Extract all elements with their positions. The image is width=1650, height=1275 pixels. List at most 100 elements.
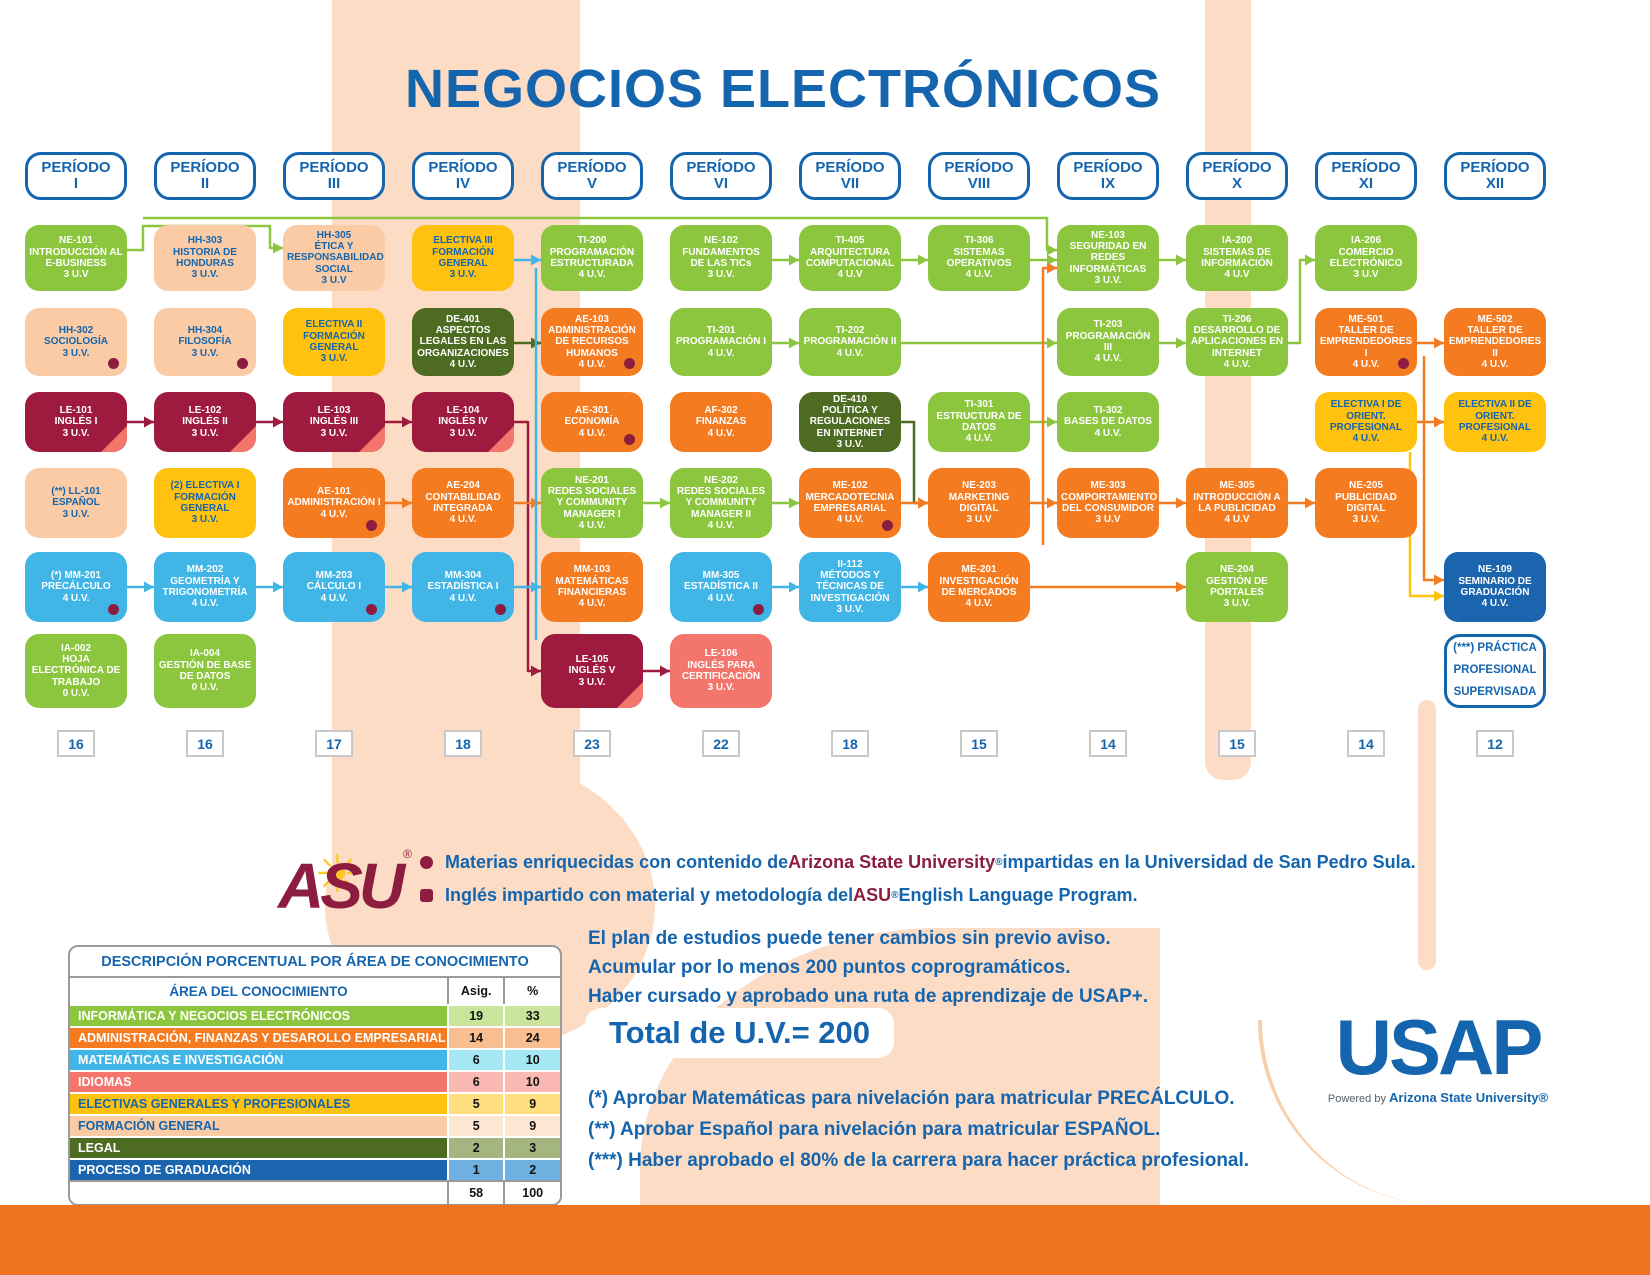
course-name: COMERCIO ELECTRÓNICO — [1329, 246, 1403, 269]
period-label: PERÍODO — [815, 159, 885, 177]
course-code: MM-305 — [702, 569, 740, 581]
course-name: ESTADÍSTICA II — [684, 581, 758, 593]
course-uv: 4 U.V. — [578, 359, 606, 371]
course-uv: 3 U.V. — [191, 347, 219, 359]
course-name: MÉTODOS Y TÉCNICAS DE INVESTIGACIÓN — [810, 569, 890, 604]
course-code: ME-102 — [832, 480, 868, 492]
course-code: MM-103 — [573, 564, 611, 576]
period-numeral: X — [1231, 175, 1242, 192]
course-code: NE-204 — [1220, 564, 1254, 576]
course-uv: 3 U.V. — [707, 682, 735, 694]
course-name: GESTIÓN DE PORTALES — [1206, 575, 1268, 598]
legend-text: English Language Program. — [898, 885, 1138, 905]
period-numeral: V — [586, 175, 597, 192]
course-name: SISTEMAS DE INFORMACIÓN — [1201, 246, 1273, 269]
period-total-VI: 22 — [702, 730, 740, 757]
course-uv: 3 U.V — [63, 269, 89, 281]
course-uv: 4 U.V. — [707, 427, 735, 439]
course-code: II-112 — [837, 558, 863, 570]
plan-note-line: Acumular por lo menos 200 puntos coprogr… — [588, 957, 1071, 978]
period-label: PERÍODO — [557, 159, 627, 177]
period-label: PERÍODO — [428, 159, 498, 177]
course-name: ADMINISTRACIÓN DE RECURSOS HUMANOS — [548, 324, 636, 359]
background-shape — [1205, 0, 1251, 780]
course-code: IA-004 — [189, 648, 220, 660]
course-name: FUNDAMENTOS DE LAS TICs — [682, 246, 760, 269]
course-code: MM-304 — [444, 569, 482, 581]
course-code: NE-201 — [575, 474, 609, 486]
course-code: NE-203 — [962, 480, 996, 492]
course-uv: 3 U.V — [966, 514, 992, 526]
bottom-orange-bar — [0, 1205, 1650, 1275]
course-code: ME-201 — [961, 564, 997, 576]
period-total-IV: 18 — [444, 730, 482, 757]
asig-cell: 14 — [446, 1028, 504, 1048]
course-code: (2) ELECTIVA I — [170, 480, 240, 492]
course-code: AE-204 — [446, 480, 480, 492]
course-code: IA-002 — [60, 642, 91, 654]
course-uv: 4 U.V. — [578, 520, 606, 532]
course-uv: 3 U.V. — [1352, 514, 1380, 526]
course-uv: 4 U.V. — [836, 347, 864, 359]
course-uv: 4 U.V. — [449, 592, 477, 604]
course-uv: 4 U.V. — [1094, 353, 1122, 365]
course-uv: 4 U.V. — [1352, 359, 1380, 371]
period-label: PERÍODO — [1331, 159, 1401, 177]
course-code: HH-303 — [187, 235, 223, 247]
period-total-XI: 14 — [1347, 730, 1385, 757]
period-numeral: IV — [455, 175, 471, 192]
asu-logo: ☀ ASU ® — [278, 845, 412, 935]
course-name: HOJA ELECTRÓNICA DE TRABAJO — [31, 653, 121, 688]
page-title: NEGOCIOS ELECTRÓNICOS — [404, 59, 1162, 119]
course-code: TI-201 — [706, 324, 736, 336]
course-uv: 4 U.V — [1224, 514, 1250, 526]
course-uv: 3 U.V. — [191, 269, 219, 281]
table-total-asig: 58 — [446, 1182, 504, 1204]
period-total-I: 16 — [57, 730, 95, 757]
course-name: SEGURIDAD EN REDES INFORMÁTICAS — [1069, 240, 1147, 275]
course-code: ME-502 — [1477, 313, 1513, 325]
course-name: INTRODUCCIÓN AL E-BUSINESS — [29, 246, 123, 269]
period-total-V: 23 — [573, 730, 611, 757]
course-uv: 4 U.V. — [965, 433, 993, 445]
course-uv: 4 U.V. — [578, 598, 606, 610]
course-name: COMPORTAMIENTO DEL CONSUMIDOR — [1061, 491, 1158, 514]
course-name: ÉTICA Y RESPONSABILIDAD SOCIAL — [287, 240, 384, 275]
period-label: PERÍODO — [1073, 159, 1143, 177]
course-uv: 3 U.V. — [578, 676, 606, 688]
course-uv: 4 U.V. — [707, 347, 735, 359]
course-name: SISTEMAS OPERATIVOS — [946, 246, 1012, 269]
course-code: AE-103 — [575, 313, 609, 325]
period-label: PERÍODO — [944, 159, 1014, 177]
course-code: NE-205 — [1349, 480, 1383, 492]
pct-cell: 24 — [503, 1028, 560, 1048]
course-code: TI-206 — [1222, 313, 1252, 325]
course-code: NE-109 — [1478, 564, 1512, 576]
course-name: FILOSOFÍA — [178, 336, 232, 348]
course-name: PROFESIONAL SUPERVISADA — [1453, 664, 1537, 698]
course-uv: 4 U.V. — [707, 520, 735, 532]
